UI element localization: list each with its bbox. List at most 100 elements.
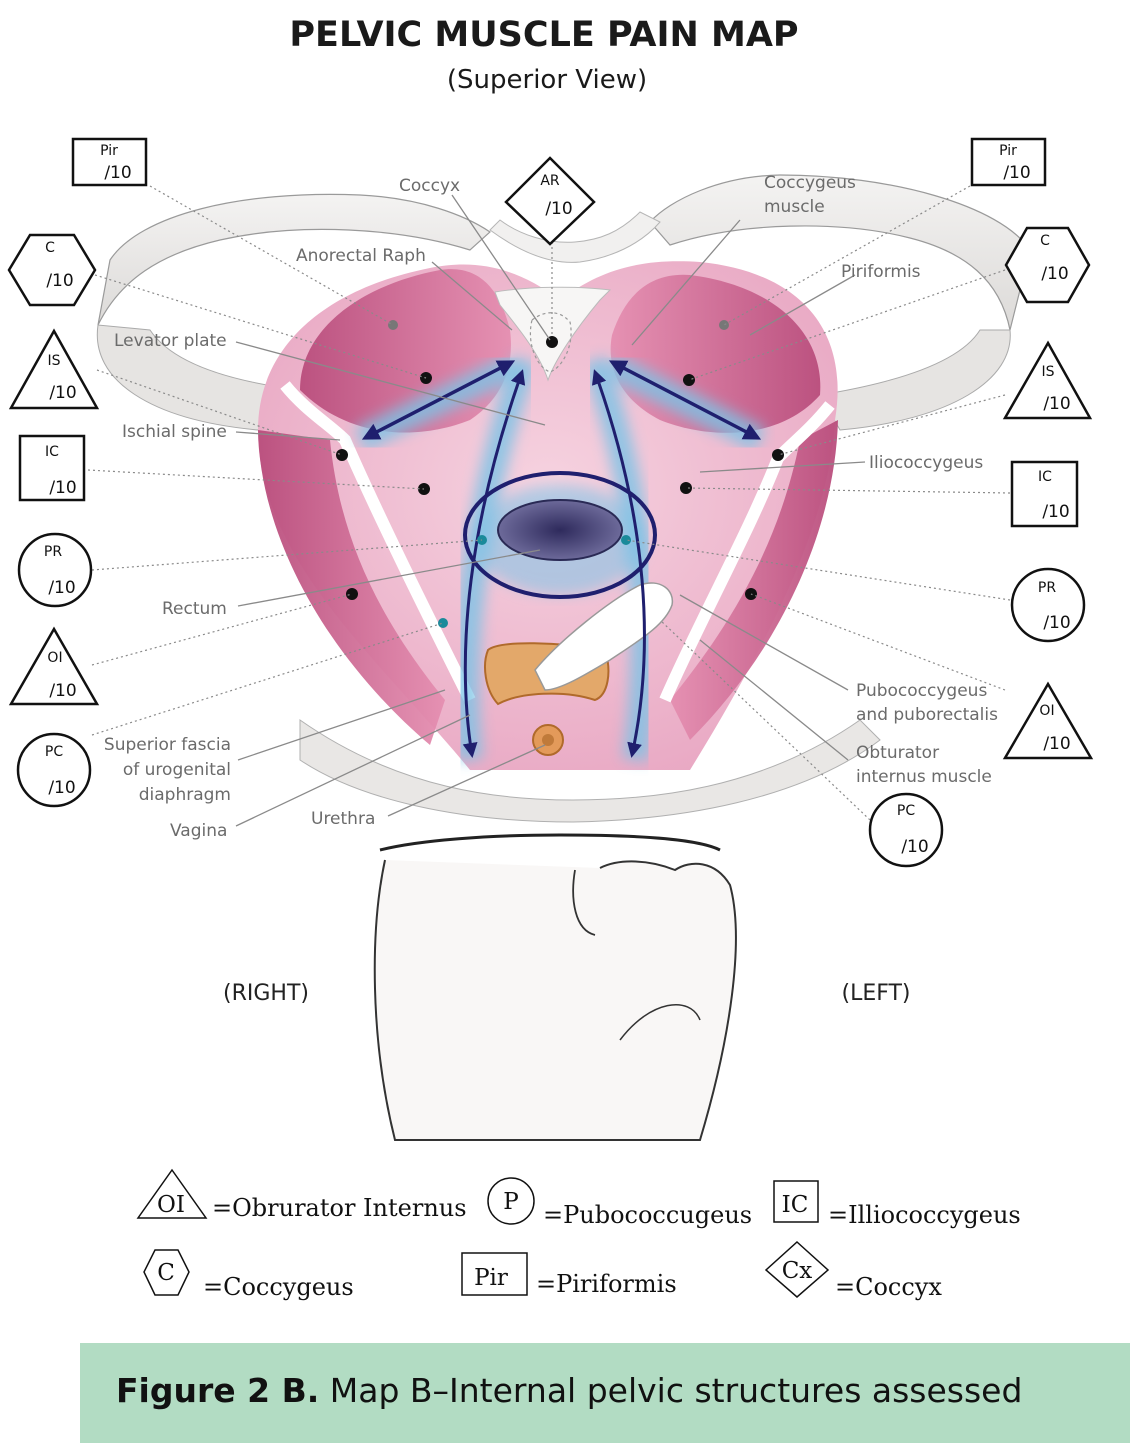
label-internus-muscle: internus muscle [856,767,992,787]
legend-text-pir: =Piriformis [536,1270,677,1298]
score-left-pir-abbr: Pir [999,143,1017,159]
score-left-pr-value[interactable]: /10 [1043,613,1070,633]
anatomy-labels: Coccyx Coccygeus muscle Anorectal Raph P… [104,173,998,841]
score-right-ic-abbr: IC [45,444,59,460]
legend-text-ic: =Illiococcygeus [828,1201,1021,1229]
legend-symbol-c: C [157,1260,175,1286]
score-right-ic-box[interactable]: IC /10 [18,434,86,502]
score-left-oi-value[interactable]: /10 [1043,734,1070,754]
score-ar-diamond[interactable]: AR /10 [504,156,596,246]
label-superior-fascia: Superior fascia [104,735,231,755]
label-coccygeus: Coccygeus [764,173,856,193]
score-left-pc-abbr: PC [897,803,915,819]
legend-symbol-oi: OI [157,1192,185,1218]
legend-symbol-p: P [503,1189,518,1215]
score-left-is-abbr: IS [1041,364,1054,380]
score-right-pir-box[interactable]: Pir /10 [71,137,148,187]
legend-text-p: =Pubococcugeus [543,1201,752,1229]
score-right-c-value[interactable]: /10 [46,271,73,291]
label-diaphragm: diaphragm [139,785,231,805]
thigh-outline [373,833,737,1141]
legend-text-oi: =Obrurator Internus [212,1194,467,1222]
caption-text: Figure 2 B. Map B–Internal pelvic struct… [116,1371,1022,1410]
score-left-ic-abbr: IC [1038,469,1052,485]
score-left-pc-circle[interactable]: PC /10 [868,792,944,868]
score-right-pc-value[interactable]: /10 [48,778,75,798]
legend-symbol-pir: Pir [474,1265,508,1291]
legend-symbol-ic: IC [782,1192,809,1218]
label-vagina: Vagina [170,821,227,841]
legend-item-p: P =Pubococcugeus [487,1177,752,1229]
score-right-pr-abbr: PR [44,544,62,560]
score-right-pc-circle[interactable]: PC /10 [16,732,92,808]
score-left-is-triangle[interactable]: IS /10 [1002,340,1093,420]
triangle-icon [136,1168,208,1219]
score-left-c-value[interactable]: /10 [1041,264,1068,284]
score-left-pir-value[interactable]: /10 [1003,163,1030,183]
score-left-c-abbr: C [1040,233,1050,249]
score-right-is-triangle[interactable]: IS /10 [8,328,100,410]
pelvic-floor [258,261,838,770]
map-subtitle: (Superior View) [447,65,647,95]
score-left-ic-box[interactable]: IC /10 [1010,460,1079,528]
figure-caption: Figure 2 B. Map B–Internal pelvic struct… [80,1343,1130,1443]
label-ischial-spine: Ischial spine [122,422,227,442]
score-right-pr-circle[interactable]: PR /10 [17,532,93,608]
pelvic-bone [96,174,1031,823]
score-left-pc-value[interactable]: /10 [901,837,928,857]
score-right-oi-value[interactable]: /10 [49,681,76,701]
label-of-urogenital: of urogenital [123,760,231,780]
side-right-label: (RIGHT) [223,981,309,1006]
legend-text-c: =Coccygeus [203,1273,354,1301]
score-right-pr-value[interactable]: /10 [48,578,75,598]
legend-symbol-cx: Cx [782,1258,813,1284]
score-left-pir-box[interactable]: Pir /10 [970,137,1047,187]
score-right-c-abbr: C [45,240,55,256]
legend-item-ic: IC =Illiococcygeus [773,1180,1021,1229]
score-right-pc-abbr: PC [45,744,63,760]
side-left-label: (LEFT) [841,981,910,1006]
label-anorectal-raph: Anorectal Raph [296,246,426,266]
hexagon-icon [143,1249,190,1296]
map-title: PELVIC MUSCLE PAIN MAP [289,15,798,55]
label-pubococcygeus: Pubococcygeus [856,681,987,701]
legend-item-cx: Cx =Coccyx [764,1240,942,1301]
score-right-is-value[interactable]: /10 [49,383,76,403]
label-piriformis: Piriformis [841,262,921,282]
score-left-ic-value[interactable]: /10 [1042,502,1069,522]
square-icon [773,1180,819,1223]
legend-text-cx: =Coccyx [835,1273,942,1301]
score-right-ic-value[interactable]: /10 [49,478,76,498]
legend: OI =Obrurator Internus P =Pubococcugeus … [136,1168,1021,1301]
label-iliococcygeus: Iliococcygeus [869,453,983,473]
score-right-is-abbr: IS [47,353,60,369]
score-left-pr-abbr: PR [1038,580,1056,596]
score-right-oi-triangle[interactable]: OI /10 [8,626,100,706]
score-right-c-hexagon[interactable]: C /10 [7,233,97,307]
label-levator-plate: Levator plate [114,331,227,351]
rectangle-icon [461,1252,528,1296]
label-puborectalis: and puborectalis [856,705,998,725]
score-left-oi-triangle[interactable]: OI /10 [1002,681,1094,760]
legend-item-oi: OI =Obrurator Internus [136,1168,467,1222]
score-left-oi-abbr: OI [1039,703,1054,719]
score-ar-value[interactable]: /10 [545,199,572,219]
score-left-c-hexagon[interactable]: C /10 [1004,226,1091,304]
score-right-oi-abbr: OI [47,650,62,666]
score-left-pr-circle[interactable]: PR /10 [1010,567,1086,643]
leader-lines [87,185,1011,827]
score-right-pir-value[interactable]: /10 [104,163,131,183]
label-urethra: Urethra [311,809,375,829]
caption-description: Map B–Internal pelvic structures assesse… [319,1371,1023,1410]
label-obturator: Obturator [856,743,939,763]
label-rectum: Rectum [162,599,227,619]
score-right-pir-abbr: Pir [100,143,118,159]
score-ar-abbr: AR [540,173,560,189]
diamond-icon [764,1240,830,1298]
label-coccygeus-muscle: muscle [764,197,825,217]
legend-item-pir: Pir =Piriformis [461,1252,677,1298]
score-left-is-value[interactable]: /10 [1043,394,1070,414]
legend-item-c: C =Coccygeus [143,1249,354,1301]
caption-figure-number: Figure 2 B. [116,1371,320,1410]
